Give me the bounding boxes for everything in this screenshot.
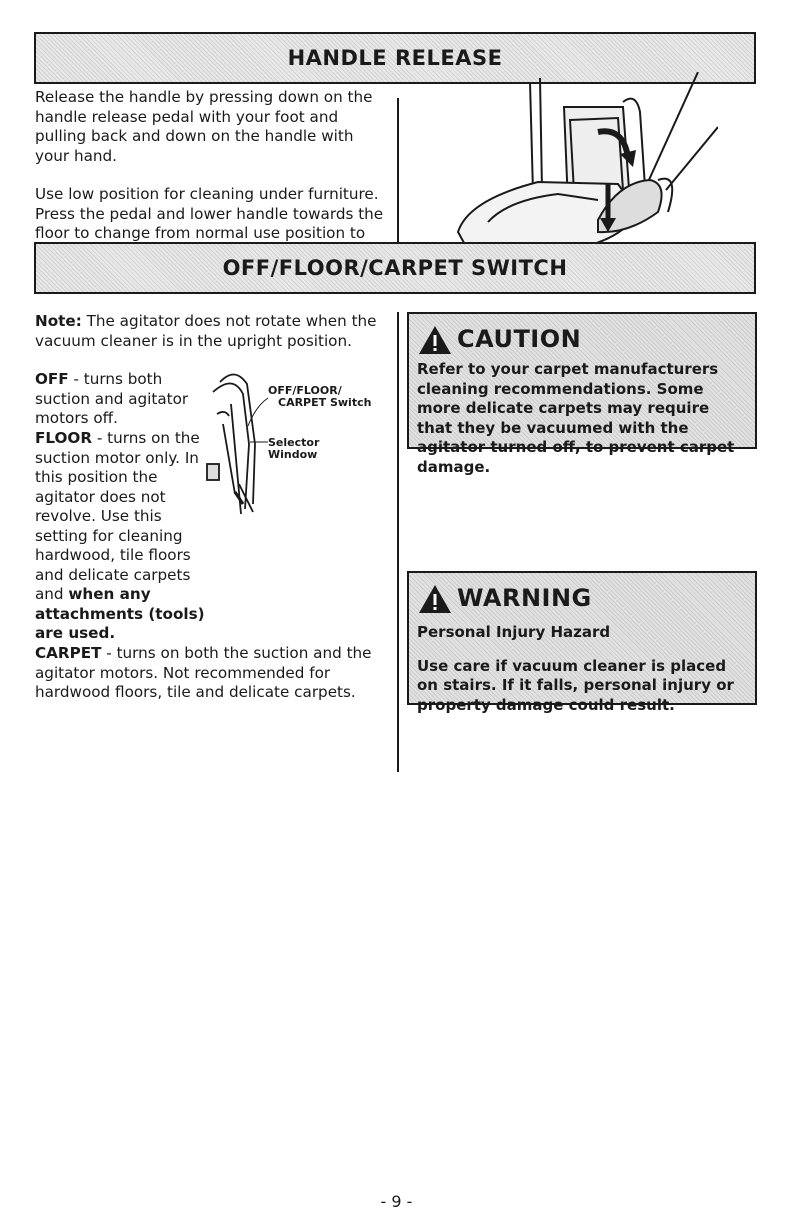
note-text: The agitator does not rotate when the va… <box>35 312 377 350</box>
switch-label-line-1: OFF/FLOOR/ <box>268 384 342 397</box>
floor-label: FLOOR <box>35 429 93 447</box>
switch-note: Note: The agitator does not rotate when … <box>35 312 390 351</box>
column-divider-top <box>397 98 399 288</box>
switch-label: OFF/FLOOR/ CARPET Switch <box>268 385 371 409</box>
warning-header: WARNING <box>417 579 747 619</box>
window-label-line-1: Selector <box>268 436 320 449</box>
warning-triangle-icon <box>419 585 451 613</box>
warning-subheading: Personal Injury Hazard <box>417 623 611 641</box>
switch-section-banner: OFF/FLOOR/CARPET SWITCH <box>34 242 756 294</box>
window-label-line-2: Window <box>268 448 318 461</box>
page-number: - 9 - <box>380 1192 413 1211</box>
warning-box: WARNING Personal Injury Hazard Use care … <box>407 571 757 714</box>
vacuum-pedal-illustration <box>456 72 718 289</box>
handle-release-banner: HANDLE RELEASE <box>34 32 756 84</box>
window-label: Selector Window <box>268 437 319 461</box>
caution-heading: CAUTION <box>457 325 582 354</box>
switch-handle-illustration <box>206 373 256 514</box>
off-text: - turns both suction and agitator motors… <box>35 370 189 427</box>
carpet-description: CARPET - turns on both the suction and t… <box>35 644 390 703</box>
caution-header: CAUTION <box>417 320 747 360</box>
floor-bold-tail: when any attachments (tools) are used. <box>35 585 205 642</box>
handle-release-text: Release the handle by pressing down on t… <box>35 88 390 263</box>
floor-text: - turns on the suction motor only. In th… <box>35 429 200 603</box>
floor-description: FLOOR - turns on the suction motor only.… <box>35 429 207 644</box>
handle-release-para-1: Release the handle by pressing down on t… <box>35 88 373 165</box>
handle-release-title: HANDLE RELEASE <box>287 46 503 70</box>
switch-label-line-2: CARPET Switch <box>278 396 372 409</box>
switch-section-title: OFF/FLOOR/CARPET SWITCH <box>222 256 568 280</box>
carpet-text: - turns on both the suction and the agit… <box>35 644 372 701</box>
warning-heading: WARNING <box>457 584 592 613</box>
off-label: OFF <box>35 370 69 388</box>
label-leader-lines <box>247 397 269 443</box>
caution-text: Refer to your carpet manufacturers clean… <box>417 360 735 476</box>
off-description: OFF - turns both suction and agitator mo… <box>35 370 205 429</box>
note-label: Note: <box>35 312 82 330</box>
caution-box: CAUTION Refer to your carpet manufacture… <box>407 312 757 476</box>
carpet-label: CARPET <box>35 644 102 662</box>
warning-text: Use care if vacuum cleaner is placed on … <box>417 656 734 714</box>
column-divider-bottom <box>397 312 399 772</box>
warning-triangle-icon <box>419 326 451 354</box>
